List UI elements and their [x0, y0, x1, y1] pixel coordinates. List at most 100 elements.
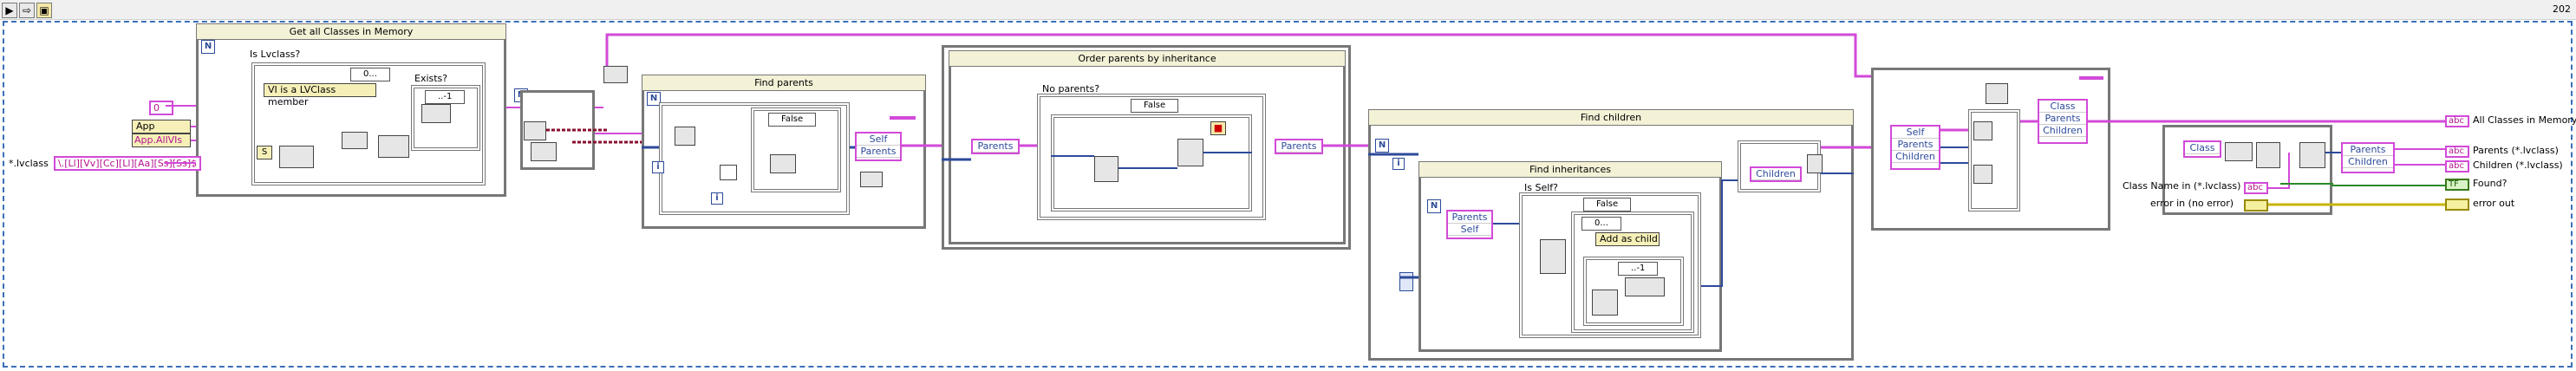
vi-lvclass-member-note: VI is a LVClass member	[264, 83, 376, 107]
index-node: S	[257, 146, 272, 159]
unbundle-parents-label: Parents	[1892, 139, 1939, 151]
add-as-child-note: Add as child	[1595, 232, 1660, 246]
bundle-parents[interactable]: Parents	[1275, 139, 1323, 154]
index-array-node	[2299, 142, 2325, 168]
year-label: 202	[2553, 3, 2571, 15]
frame-title: Get all Classes in Memory	[196, 23, 506, 40]
compare-node	[2225, 142, 2253, 161]
highlight-icon[interactable]: ▣	[36, 3, 52, 18]
unbundle-node	[421, 104, 451, 123]
unbundle-parents-label: Parents	[973, 140, 1018, 153]
bundle-parents-label: Parents	[857, 146, 900, 158]
exists-label: Exists?	[414, 73, 448, 84]
all-classes-indicator[interactable]: abc	[2445, 115, 2469, 127]
search-node	[1540, 239, 1566, 274]
bundle-children[interactable]: Children	[1750, 166, 1802, 182]
for-loop-count-icon: N	[1427, 199, 1441, 213]
empty-string-constant[interactable]	[2079, 76, 2103, 80]
regex-constant[interactable]: \.[Ll][Vv][Cc][Ll][Aa][Ss][Ss]$	[54, 156, 202, 171]
case-selector-0[interactable]: 0...	[350, 68, 390, 81]
index-array-node	[860, 172, 883, 187]
open-ref-node	[524, 121, 546, 140]
run-icon[interactable]: ▶	[2, 3, 17, 18]
unbundle-children-label: Children	[2343, 156, 2393, 168]
found-indicator[interactable]: TF	[2445, 179, 2469, 191]
property-node	[531, 142, 557, 161]
unbundle-children-label: Children	[1892, 151, 1939, 163]
error-in-label: error in (no error)	[2150, 198, 2234, 209]
build-array-node	[1625, 277, 1665, 296]
for-loop-count-icon: N	[201, 40, 215, 54]
class-name-in-label: Class Name in (*.lvclass)	[2123, 180, 2241, 192]
parents-case[interactable]: False	[751, 107, 841, 192]
unbundle-self-label: Self	[1448, 224, 1491, 236]
case-selector-false[interactable]: False	[1131, 99, 1179, 113]
case-selector-neg1[interactable]: ..-1	[425, 90, 466, 104]
bundle-parents-label: Parents	[2039, 113, 2086, 125]
unbundle-self-parents-children[interactable]: Self Parents Children	[1890, 125, 1940, 170]
index-array-node	[1973, 165, 1992, 184]
unbundle-parents-children[interactable]: Parents Children	[2341, 142, 2395, 173]
unbundle-parents-label: Parents	[1448, 212, 1491, 224]
app-property-node[interactable]: App	[132, 120, 191, 133]
case-selector-false[interactable]: False	[1583, 198, 1632, 212]
lvclass-label: *.lvclass	[9, 158, 49, 169]
search-loop[interactable]	[2162, 125, 2332, 215]
loop-iteration-icon: i	[711, 192, 723, 205]
zero-constant[interactable]: 0	[149, 101, 173, 115]
no-parents-label: No parents?	[1042, 83, 1100, 94]
bundle-children-label: Children	[2039, 125, 2086, 137]
loop-iteration-icon: i	[1392, 158, 1405, 170]
bundle-class-label: Class	[2039, 101, 2086, 113]
search-node	[2256, 142, 2280, 168]
stop-icon: ■	[1210, 121, 1226, 135]
bundle-self-label: Self	[857, 133, 900, 146]
array-node	[1986, 83, 2008, 104]
error-out-indicator[interactable]	[2445, 199, 2469, 211]
insert-node	[1177, 139, 1203, 166]
bundle-children-label: Children	[1751, 168, 1800, 180]
is-lvclass-label: Is Lvclass?	[250, 49, 301, 60]
search-node	[1592, 290, 1618, 316]
parents-out-label: Parents (*.lvclass)	[2473, 145, 2559, 156]
block-diagram[interactable]	[3, 21, 2573, 368]
index-node	[1807, 154, 1823, 173]
arrow-icon[interactable]: ⇨	[19, 3, 35, 18]
empty-string-constant[interactable]	[890, 116, 916, 120]
bundle-class-parents-children[interactable]: Class Parents Children	[2038, 99, 2088, 144]
bundle-self-parents[interactable]: Self Parents	[855, 132, 902, 161]
unbundle-parents-label: Parents	[2343, 144, 2393, 156]
unbundle-self-label: Self	[1892, 127, 1939, 139]
app-class-label: App	[136, 120, 155, 132]
found-label: Found?	[2473, 178, 2508, 189]
case-selector-neg1[interactable]: ..-1	[1618, 262, 1659, 276]
unbundle-class[interactable]: Class	[2183, 140, 2221, 158]
for-loop-count-icon: N	[1375, 139, 1389, 153]
class-name-in-control[interactable]: abc	[2244, 182, 2268, 194]
array-node	[675, 127, 695, 146]
children-out-label: Children (*.lvclass)	[2473, 159, 2563, 171]
case-selector-0[interactable]: 0...	[1581, 217, 1621, 231]
unbundle-parents[interactable]: Parents	[971, 139, 1020, 154]
unbundle-parents-self[interactable]: Parents Self	[1446, 210, 1493, 239]
for-loop-count-icon: N	[647, 92, 661, 106]
app-allvis-property[interactable]: App.AllVIs	[132, 133, 191, 147]
search-string-node	[342, 132, 368, 149]
regex-match-node	[378, 135, 409, 158]
parents-indicator[interactable]: abc	[2445, 146, 2469, 158]
bundle-parents-label: Parents	[1276, 140, 1321, 153]
children-indicator[interactable]: abc	[2445, 160, 2469, 172]
index-array-node	[1973, 121, 1992, 140]
strip-path-node	[279, 146, 314, 168]
case-selector-false[interactable]: False	[768, 113, 817, 127]
compare-node	[720, 165, 737, 180]
search-node	[1094, 156, 1118, 182]
unbundle-class-label: Class	[2185, 142, 2220, 154]
toolbar: ▶ ⇨ ▣ 202	[0, 0, 2576, 20]
error-in-control[interactable]	[2244, 199, 2268, 212]
frame-title: Find parents	[642, 75, 926, 91]
frame-title: Order parents by inheritance	[949, 50, 1346, 67]
all-classes-label: All Classes in Memory	[2473, 114, 2576, 126]
